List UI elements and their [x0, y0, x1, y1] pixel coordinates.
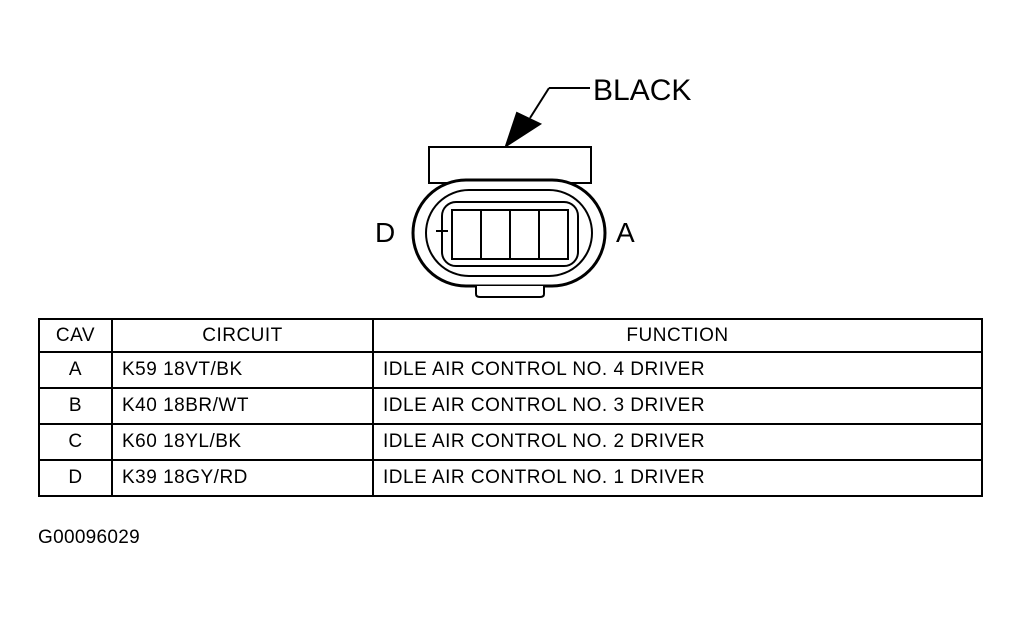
- function-cell: IDLE AIR CONTROL NO. 1 DRIVER: [372, 459, 983, 497]
- color-leader-arrow: [504, 87, 590, 149]
- connector-color-label: BLACK: [593, 74, 691, 107]
- header-cav: CAV: [38, 318, 113, 353]
- table-header-row: CAV CIRCUIT FUNCTION: [38, 318, 983, 353]
- table-row: A K59 18VT/BK IDLE AIR CONTROL NO. 4 DRI…: [38, 351, 983, 389]
- cavity-d-label: D: [375, 217, 395, 248]
- table-row: D K39 18GY/RD IDLE AIR CONTROL NO. 1 DRI…: [38, 459, 983, 497]
- cav-cell: B: [38, 387, 113, 425]
- circuit-cell: K60 18YL/BK: [111, 423, 374, 461]
- pinout-table: CAV CIRCUIT FUNCTION A K59 18VT/BK IDLE …: [38, 318, 983, 497]
- function-cell: IDLE AIR CONTROL NO. 2 DRIVER: [372, 423, 983, 461]
- header-circuit: CIRCUIT: [111, 318, 374, 353]
- figure-id: G00096029: [38, 527, 141, 548]
- table-row: B K40 18BR/WT IDLE AIR CONTROL NO. 3 DRI…: [38, 387, 983, 425]
- header-function: FUNCTION: [372, 318, 983, 353]
- cav-cell: C: [38, 423, 113, 461]
- circuit-cell: K59 18VT/BK: [111, 351, 374, 389]
- function-cell: IDLE AIR CONTROL NO. 4 DRIVER: [372, 351, 983, 389]
- cav-cell: A: [38, 351, 113, 389]
- function-cell: IDLE AIR CONTROL NO. 3 DRIVER: [372, 387, 983, 425]
- table-row: C K60 18YL/BK IDLE AIR CONTROL NO. 2 DRI…: [38, 423, 983, 461]
- cavity-a-label: A: [616, 217, 635, 248]
- circuit-cell: K40 18BR/WT: [111, 387, 374, 425]
- connector-body: [411, 146, 607, 298]
- circuit-cell: K39 18GY/RD: [111, 459, 374, 497]
- cav-cell: D: [38, 459, 113, 497]
- connector-diagram: BLACK D A: [375, 74, 691, 298]
